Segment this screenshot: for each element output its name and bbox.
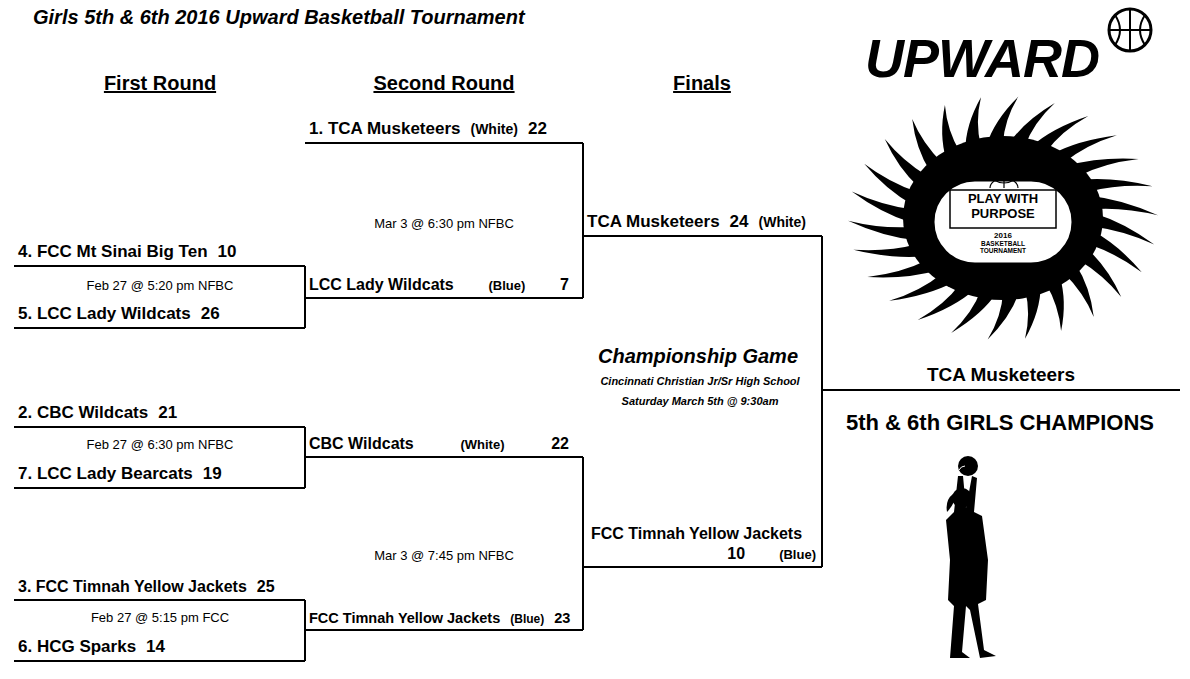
team-name: 4. FCC Mt Sinai Big Ten [18,242,208,262]
score: 24 [730,212,749,232]
team-slot: 1. TCA Musketeers (White) 22 [305,119,583,144]
score: 26 [201,304,220,324]
game-time: Mar 3 @ 7:45 pm NFBC [374,548,514,563]
bracket-line [304,298,306,328]
score: 22 [551,435,569,453]
logo-oval [933,180,1073,264]
bracket-line [304,630,306,661]
team-slot: FCC Timnah Yellow Jackets (Blue) 23 [305,610,583,631]
team-slot: CBC Wildcats (White) 22 [305,435,583,458]
slot-row: FCC Timnah Yellow Jackets [583,525,822,545]
slot-row: 7. LCC Lady Bearcats 19 [14,464,305,487]
jersey-color: (White) [470,121,517,137]
logo-box [950,190,1056,228]
slot-row: 1. TCA Musketeers (White) 22 [305,119,583,142]
team-slot: TCA Musketeers 24 (White) [583,212,822,237]
ball-seams [1109,9,1151,51]
slot-row: CBC Wildcats (White) 22 [305,435,583,456]
jersey-color: (Blue) [779,547,816,562]
team-name: 6. HCG Sparks [18,637,136,657]
bracket-line [582,236,584,298]
slot-row: TCA Musketeers [822,364,1180,389]
score: 25 [257,578,275,596]
ball [958,456,978,476]
team-name: CBC Wildcats [309,435,414,453]
sun-disk [903,136,1103,300]
bracket-line [304,457,306,488]
game-time: Feb 27 @ 6:30 pm NFBC [87,437,234,452]
venue-note: Cincinnati Christian Jr/Sr High School [600,375,799,387]
logo-ball [990,178,1018,188]
title: Girls 5th & 6th 2016 Upward Basketball T… [33,6,525,29]
sun-logo [848,97,1158,340]
sun-ray [852,191,912,222]
champion-slot: TCA Musketeers [822,364,1180,391]
logo-year: 2016 [994,231,1012,240]
round-heading: Finals [673,72,731,95]
sun-ray [1094,214,1154,245]
team-slot: 7. LCC Lady Bearcats 19 [14,464,305,489]
team-name: 5. LCC Lady Wildcats [18,304,191,324]
slot-row: 10 (Blue) [583,545,822,566]
round-heading: Second Round [373,72,514,95]
team-slot: 2. CBC Wildcats 21 [14,403,305,428]
jersey-color: (Blue) [510,612,544,626]
date-note: Saturday March 5th @ 9:30am [622,395,779,407]
team-slot: 4. FCC Mt Sinai Big Ten 10 [14,242,305,267]
team-slot: 6. HCG Sparks 14 [14,637,305,662]
slot-row: 3. FCC Timnah Yellow Jackets 25 [14,578,305,599]
championship-heading: Championship Game [598,345,798,368]
jersey-color: (White) [460,437,504,452]
score: 10 [218,242,237,262]
score: 19 [203,464,222,484]
slot-row: TCA Musketeers 24 (White) [583,212,822,235]
team-name: TCA Musketeers [587,212,720,232]
game-time: Feb 27 @ 5:15 pm FCC [91,610,229,625]
slot-row: LCC Lady Wildcats (Blue) 7 [305,276,583,297]
logo-slogan: PLAY WITH PURPOSE [955,191,1051,221]
ball-icon [1109,9,1151,51]
bracket-line [821,390,823,567]
champions-caption: 5th & 6th GIRLS CHAMPIONS [846,410,1154,436]
slot-row: FCC Timnah Yellow Jackets (Blue) 23 [305,610,583,629]
player-silhouette [946,456,996,658]
jersey-color: (White) [759,214,806,230]
slot-row: 4. FCC Mt Sinai Big Ten 10 [14,242,305,265]
team-name: 3. FCC Timnah Yellow Jackets [18,578,247,596]
slot-row: 6. HCG Sparks 14 [14,637,305,660]
bracket-line [582,567,584,630]
team-slot: 3. FCC Timnah Yellow Jackets 25 [14,578,305,601]
team-name: FCC Timnah Yellow Jackets [591,525,802,543]
score: 14 [146,637,165,657]
game-time: Mar 3 @ 6:30 pm NFBC [374,216,514,231]
team-name: TCA Musketeers [927,364,1075,386]
team-name: 2. CBC Wildcats [18,403,148,423]
score: 7 [560,276,569,294]
score: 10 [727,545,745,563]
score: 21 [158,403,177,423]
slot-row: 5. LCC Lady Wildcats 26 [14,304,305,327]
team-name: 7. LCC Lady Bearcats [18,464,193,484]
team-name: FCC Timnah Yellow Jackets [309,610,500,626]
body [946,476,996,658]
team-name: LCC Lady Wildcats [309,276,454,294]
slot-row: 2. CBC Wildcats 21 [14,403,305,426]
score: 23 [554,610,570,626]
logo-event: BASKETBALL TOURNAMENT [971,240,1035,254]
team-name: 1. TCA Musketeers [309,119,460,139]
ponytail [947,494,955,512]
team-slot: 5. LCC Lady Wildcats 26 [14,304,305,329]
game-time: Feb 27 @ 5:20 pm NFBC [87,278,234,293]
team-slot: FCC Timnah Yellow Jackets 10 (Blue) [583,525,822,568]
jersey-color: (Blue) [489,278,526,293]
score: 22 [528,119,547,139]
team-slot: LCC Lady Wildcats (Blue) 7 [305,276,583,299]
logo-wordmark: UPWARD [865,28,1099,88]
round-heading: First Round [104,72,216,95]
